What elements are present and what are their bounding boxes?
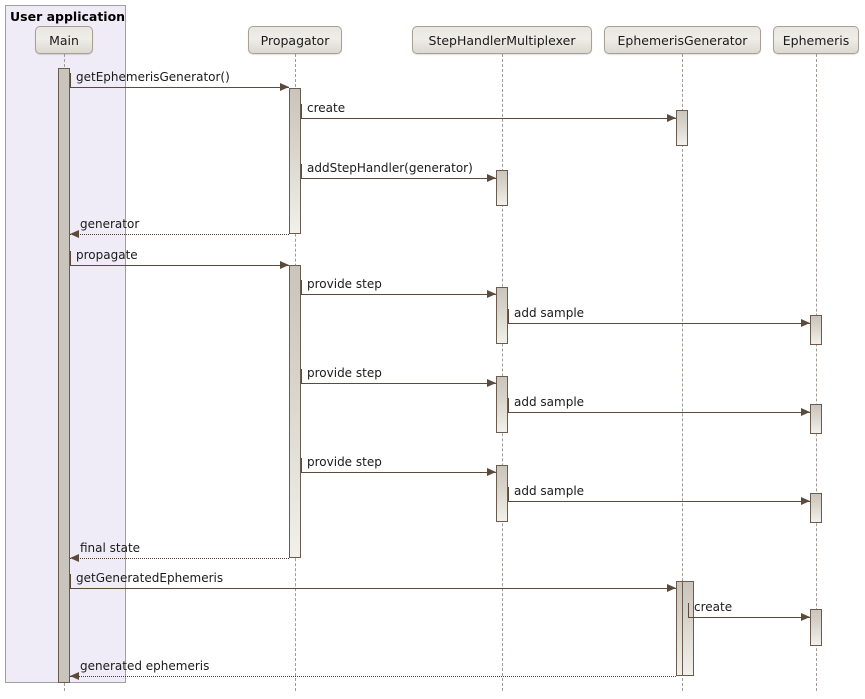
message-stub-m7 bbox=[508, 309, 509, 324]
message-line-m13 bbox=[70, 588, 676, 589]
arrow-head-m8 bbox=[487, 379, 496, 387]
activation-bar-prop bbox=[289, 88, 301, 234]
message-label-m2: create bbox=[307, 101, 346, 115]
message-stub-m1 bbox=[70, 73, 71, 88]
group-box-title: User application bbox=[10, 9, 126, 24]
arrow-head-m10 bbox=[487, 468, 496, 476]
message-label-m9: add sample bbox=[514, 395, 585, 409]
message-line-m14 bbox=[688, 617, 810, 618]
message-stub-m6 bbox=[301, 280, 302, 295]
message-line-m6 bbox=[301, 294, 496, 295]
message-stub-m10 bbox=[301, 458, 302, 473]
activation-bar-ephgen bbox=[676, 110, 688, 146]
message-stub-m8 bbox=[301, 369, 302, 384]
message-label-m3: addStepHandler(generator) bbox=[307, 161, 473, 175]
message-label-m7: add sample bbox=[514, 306, 585, 320]
arrow-head-m4 bbox=[70, 230, 79, 238]
arrow-head-m1 bbox=[280, 83, 289, 91]
activation-bar-prop bbox=[289, 265, 301, 558]
message-stub-m9 bbox=[508, 398, 509, 413]
message-line-m1 bbox=[70, 87, 289, 88]
arrow-head-m15 bbox=[70, 672, 79, 680]
message-label-m10: provide step bbox=[307, 455, 382, 469]
arrow-head-m11 bbox=[801, 497, 810, 505]
message-label-m5: propagate bbox=[76, 248, 138, 262]
lifeline-ephemeris bbox=[816, 54, 817, 691]
message-line-m9 bbox=[508, 412, 810, 413]
message-label-m14: create bbox=[694, 600, 733, 614]
activation-bar-ephemeris bbox=[810, 315, 822, 345]
participant-ephemeris[interactable]: Ephemeris bbox=[773, 26, 859, 54]
message-stub-m11 bbox=[508, 487, 509, 502]
message-label-m4: generator bbox=[80, 217, 140, 231]
message-label-m12: final state bbox=[80, 541, 141, 555]
message-label-m8: provide step bbox=[307, 366, 382, 380]
message-label-m6: provide step bbox=[307, 277, 382, 291]
message-label-m1: getEphemerisGenerator() bbox=[76, 70, 230, 84]
message-line-m11 bbox=[508, 501, 810, 502]
participant-label: Propagator bbox=[260, 32, 330, 48]
lifeline-shm bbox=[502, 54, 503, 691]
message-line-m10 bbox=[301, 472, 496, 473]
arrow-head-m6 bbox=[487, 290, 496, 298]
arrow-head-m13 bbox=[667, 584, 676, 592]
participant-label: StepHandlerMultiplexer bbox=[428, 32, 576, 48]
message-line-m7 bbox=[508, 323, 810, 324]
arrow-head-m12 bbox=[70, 554, 79, 562]
activation-bar-shm bbox=[496, 170, 508, 206]
message-label-m15: generated ephemeris bbox=[80, 659, 210, 673]
participant-label: Ephemeris bbox=[782, 32, 850, 48]
participant-ephgen[interactable]: EphemerisGenerator bbox=[604, 26, 761, 54]
message-line-m2 bbox=[301, 118, 676, 119]
participant-shm[interactable]: StepHandlerMultiplexer bbox=[412, 26, 592, 54]
activation-bar-shm bbox=[496, 465, 508, 522]
message-line-m8 bbox=[301, 383, 496, 384]
arrow-head-m9 bbox=[801, 408, 810, 416]
activation-bar-ephemeris bbox=[810, 493, 822, 523]
activation-bar-ephemeris bbox=[810, 609, 822, 646]
arrow-head-m3 bbox=[487, 174, 496, 182]
activation-bar-main bbox=[58, 68, 70, 683]
activation-bar-shm bbox=[496, 287, 508, 344]
arrow-head-m5 bbox=[280, 261, 289, 269]
activation-bar-ephgen bbox=[682, 581, 694, 676]
message-stub-m3 bbox=[301, 164, 302, 179]
participant-label: Main bbox=[49, 32, 79, 48]
message-line-m3 bbox=[301, 178, 496, 179]
message-label-m13: getGeneratedEphemeris bbox=[76, 571, 224, 585]
message-stub-m14 bbox=[688, 603, 689, 618]
message-stub-m5 bbox=[70, 251, 71, 266]
arrow-head-m14 bbox=[801, 613, 810, 621]
message-line-m12 bbox=[70, 558, 289, 559]
lifeline-ephgen bbox=[682, 54, 683, 691]
activation-bar-ephemeris bbox=[810, 404, 822, 434]
message-line-m5 bbox=[70, 265, 289, 266]
message-stub-m13 bbox=[70, 574, 71, 589]
arrow-head-m2 bbox=[667, 114, 676, 122]
message-line-m4 bbox=[70, 234, 289, 235]
participant-main[interactable]: Main bbox=[35, 26, 93, 54]
participant-prop[interactable]: Propagator bbox=[248, 26, 342, 54]
participant-label: EphemerisGenerator bbox=[617, 32, 748, 48]
message-label-m11: add sample bbox=[514, 484, 585, 498]
message-stub-m2 bbox=[301, 104, 302, 119]
arrow-head-m7 bbox=[801, 319, 810, 327]
activation-bar-shm bbox=[496, 376, 508, 433]
message-line-m15 bbox=[70, 676, 676, 677]
